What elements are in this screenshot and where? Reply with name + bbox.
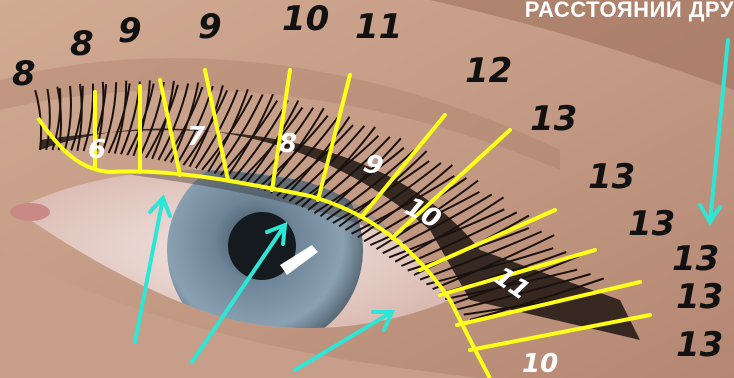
tear-duct	[10, 203, 50, 221]
outer-length-label: 11	[355, 7, 402, 47]
inner-length-label: 8	[279, 129, 297, 159]
outer-length-label: 13	[588, 157, 635, 197]
outer-length-label: 13	[676, 277, 723, 317]
outer-length-label: 12	[465, 51, 512, 91]
outer-length-label: 9	[198, 7, 222, 47]
outer-length-label: 13	[676, 325, 723, 365]
outer-length-label: 13	[530, 99, 577, 139]
outer-length-label: 13	[628, 204, 675, 244]
inner-length-label: 6	[88, 135, 106, 165]
outer-length-label: 13	[672, 239, 719, 279]
banner-text: РАССТОЯНИЙ ДРУ	[525, 0, 734, 22]
outer-length-label: 8	[70, 24, 94, 64]
outer-length-label: 9	[118, 11, 142, 51]
outer-length-label: 10	[282, 0, 329, 39]
outer-length-label: 8	[12, 54, 36, 94]
inner-length-label: 7	[187, 122, 206, 152]
inner-length-label: 10	[522, 349, 558, 378]
